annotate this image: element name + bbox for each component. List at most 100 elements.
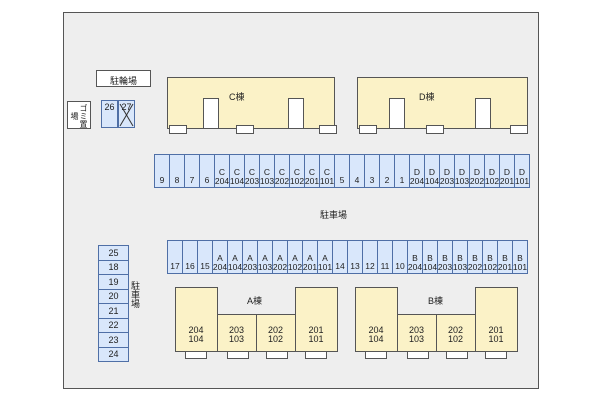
top-row-slot-label: 1 [399, 175, 405, 185]
building-a-unit-lower: 102 [267, 334, 284, 344]
top-row-slot-label: C 103 [259, 167, 275, 186]
mid-row-slot: B 104 [422, 240, 438, 274]
mid-row-slot-label: 12 [365, 261, 375, 271]
top-row-slot: C 102 [289, 154, 305, 188]
cross-icon [119, 103, 134, 127]
mid-row-slot: 16 [182, 240, 198, 274]
top-row-slot-label: D 203 [439, 167, 455, 186]
top-row-slot-label: C 204 [214, 167, 230, 186]
top-row-slot: D 201 [499, 154, 515, 188]
top-row-slot-label: 6 [204, 175, 210, 185]
left-col-slot-label: 18 [108, 262, 119, 273]
mid-row-slot-label: B 204 [407, 253, 423, 272]
top-row-slot-label: 3 [369, 175, 375, 185]
left-col-slot-label: 19 [108, 276, 119, 287]
stairwell [288, 98, 304, 129]
balcony [407, 351, 429, 359]
top-row-slot: D 104 [424, 154, 440, 188]
top-row-slot: 7 [184, 154, 200, 188]
mid-row-slot-label: 15 [200, 261, 210, 271]
top-row-slot: 2 [379, 154, 395, 188]
garbage-area: ゴミ置場 [67, 101, 91, 129]
left-col-slot: 18 [98, 259, 129, 275]
mid-row-slot-label: 16 [185, 261, 195, 271]
top-row-slot-label: C 201 [304, 167, 320, 186]
top-row-slot-label: 2 [384, 175, 390, 185]
building-b-unit-lower: 103 [408, 334, 425, 344]
top-row-slot: 6 [199, 154, 215, 188]
top-row-slot: D 202 [469, 154, 485, 188]
mid-row-slot: A 104 [227, 240, 243, 274]
mid-row-slot-label: A 103 [257, 253, 273, 272]
mid-row-slot: 14 [332, 240, 348, 274]
top-row-slot-label: C 104 [229, 167, 245, 186]
parking-center-label: 駐車場 [320, 210, 348, 220]
mid-row-slot-label: A 204 [212, 253, 228, 272]
bike-slot: 26 [101, 100, 118, 128]
building-a-unit-upper: 204 [188, 325, 204, 335]
top-row-slot-label: 9 [159, 175, 165, 185]
building-d-label: D棟 [419, 92, 435, 102]
left-col-slot: 19 [98, 274, 129, 290]
mid-row-slot: B 204 [407, 240, 423, 274]
mid-row-slot-label: A 101 [317, 253, 333, 272]
top-row-slot: 3 [364, 154, 380, 188]
top-row-slot-label: C 102 [289, 167, 305, 186]
balcony [485, 351, 507, 359]
building-b-unit-upper: 201 [488, 325, 504, 335]
top-row-slot: D 103 [454, 154, 470, 188]
top-row-slot: D 204 [409, 154, 425, 188]
left-col-slot-label: 20 [108, 291, 119, 302]
mid-row-slot-label: B 201 [497, 253, 513, 272]
top-row-slot: C 104 [229, 154, 245, 188]
balcony [319, 125, 337, 134]
left-col-slot-label: 24 [108, 349, 119, 360]
building-c [167, 77, 335, 129]
building-b-unit-upper: 203 [408, 325, 425, 335]
building-a-label: A棟 [247, 296, 263, 306]
balcony [169, 125, 187, 134]
mid-row-slot: A 101 [317, 240, 333, 274]
top-row-slot-label: 7 [189, 175, 195, 185]
building-a-unit-upper: 203 [228, 325, 245, 335]
left-col-slot: 20 [98, 288, 129, 304]
mid-row-slot: A 204 [212, 240, 228, 274]
top-row-slot-label: D 102 [484, 167, 500, 186]
mid-row-slot-label: B 104 [422, 253, 438, 272]
top-row-slot-label: C 101 [319, 167, 335, 186]
mid-row-slot-label: B 102 [482, 253, 498, 272]
building-a-unit-upper: 201 [308, 325, 324, 335]
top-row-slot: D 203 [439, 154, 455, 188]
top-row-slot-label: D 101 [514, 167, 530, 186]
balcony [185, 351, 207, 359]
balcony [227, 351, 249, 359]
top-row-slot: 4 [349, 154, 365, 188]
top-row-slot-label: D 104 [424, 167, 440, 186]
building-b-unit-lower: 104 [368, 334, 384, 344]
left-col-slot: 24 [98, 346, 129, 362]
top-row-slot: C 103 [259, 154, 275, 188]
mid-row-slot: B 202 [467, 240, 483, 274]
mid-row-slot-label: 10 [395, 261, 405, 271]
mid-row-slot-label: 13 [350, 261, 360, 271]
mid-row-slot: 15 [197, 240, 213, 274]
left-col-slot-label: 25 [108, 247, 119, 258]
balcony [510, 125, 528, 134]
top-row-slot-label: 4 [354, 175, 360, 185]
top-row-slot: D 101 [514, 154, 530, 188]
top-row-slot: 5 [334, 154, 350, 188]
building-a-unit-lower: 101 [308, 334, 324, 344]
mid-row-slot: B 103 [452, 240, 468, 274]
mid-row-slot: B 201 [497, 240, 513, 274]
left-col-slot: 25 [98, 245, 129, 261]
building-b-label: B棟 [428, 296, 444, 306]
building-b-unit-upper: 204 [368, 325, 384, 335]
top-row-slot: C 101 [319, 154, 335, 188]
mid-row-slot-label: 14 [335, 261, 345, 271]
mid-row-slot: 13 [347, 240, 363, 274]
mid-row-slot-label: A 104 [227, 253, 243, 272]
top-row-slot-label: C 202 [274, 167, 290, 186]
mid-row-slot-label: B 202 [467, 253, 483, 272]
balcony [446, 351, 468, 359]
building-c-label: C棟 [229, 92, 245, 102]
